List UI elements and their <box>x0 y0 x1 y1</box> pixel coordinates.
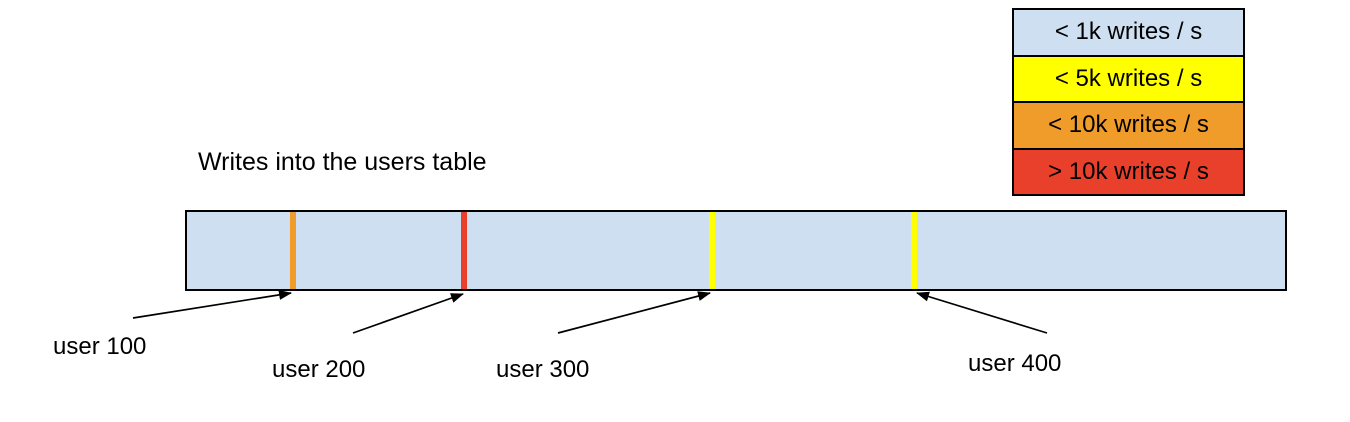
user-label-user-100: user 100 <box>53 333 147 360</box>
user-label-user-400: user 400 <box>968 350 1062 377</box>
diagram-title: Writes into the users table <box>198 148 487 176</box>
pointer-arrow-user-200 <box>352 293 464 334</box>
write-rate-marker-user-300 <box>709 212 715 289</box>
legend-item-lt_5k: < 5k writes / s <box>1014 56 1243 103</box>
write-rate-marker-user-400 <box>911 212 917 289</box>
legend-item-label: < 1k writes / s <box>1054 18 1203 46</box>
users-table-bar <box>185 210 1287 291</box>
legend-item-gt_10k: > 10k writes / s <box>1014 149 1243 194</box>
legend-item-label: > 10k writes / s <box>1048 157 1209 185</box>
legend-item-label: < 10k writes / s <box>1048 111 1209 139</box>
legend-item-lt_10k: < 10k writes / s <box>1014 103 1243 150</box>
legend: < 1k writes / s < 5k writes / s < 10k writ… <box>1012 8 1245 196</box>
pointer-arrow-user-100 <box>132 289 292 319</box>
user-label-user-200: user 200 <box>272 356 366 383</box>
user-label-user-300: user 300 <box>496 356 590 383</box>
write-rate-marker-user-200 <box>461 212 467 289</box>
legend-item-lt_1k: < 1k writes / s <box>1014 10 1243 57</box>
pointer-arrow-user-400 <box>916 291 1048 334</box>
legend-item-label: < 5k writes / s <box>1054 64 1203 92</box>
pointer-arrow-user-300 <box>557 291 711 334</box>
write-rate-marker-user-100 <box>290 212 296 289</box>
